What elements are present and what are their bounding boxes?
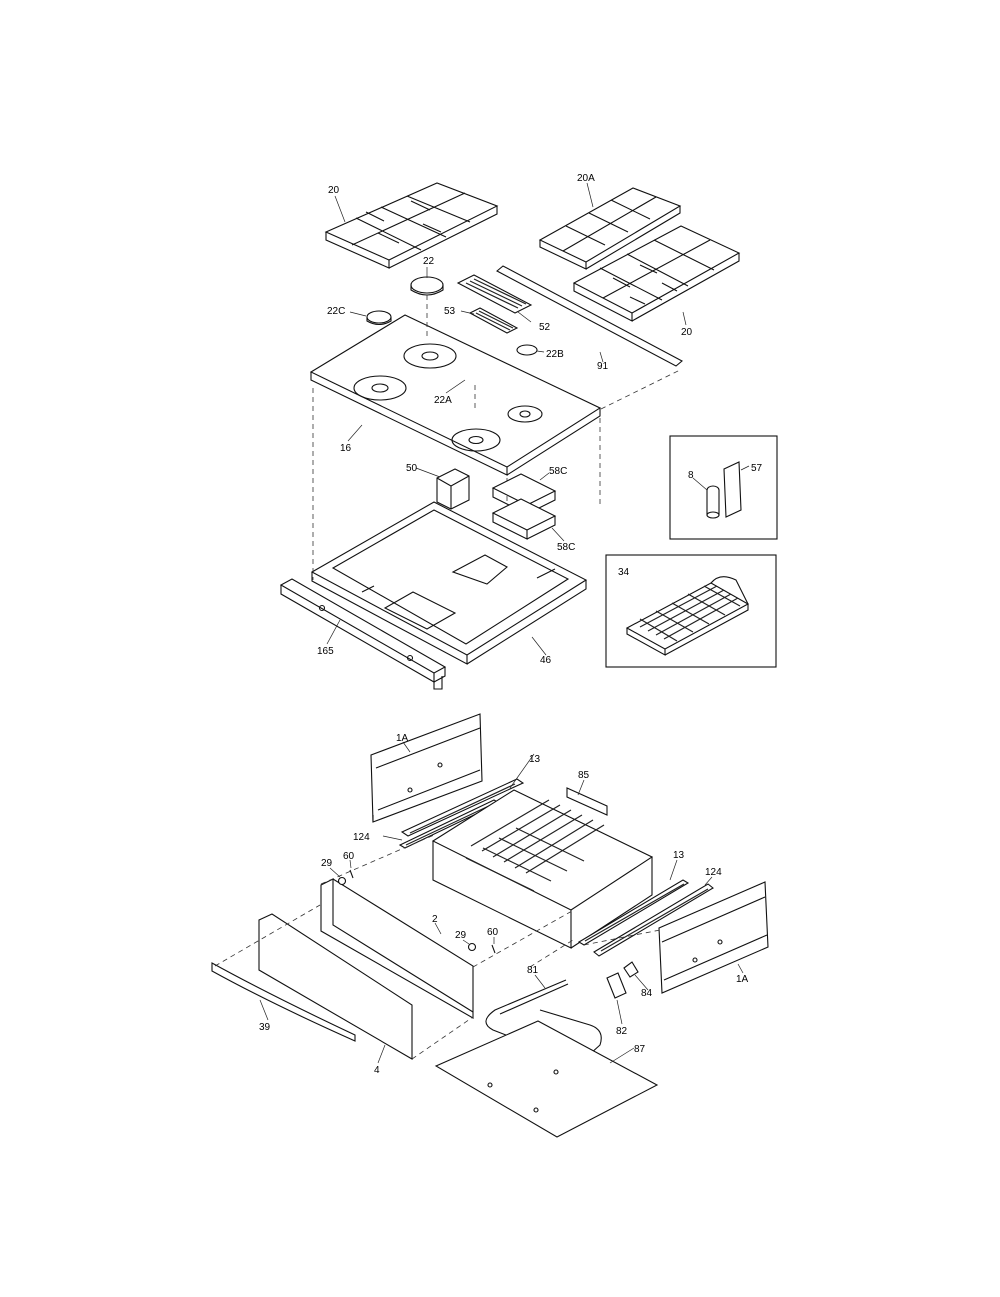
screw-29-left xyxy=(337,876,347,886)
igniter-8 xyxy=(706,485,720,519)
side-panel-1a-right xyxy=(658,881,769,994)
burner-cap-22b xyxy=(516,344,538,356)
label-165: 165 xyxy=(317,646,334,657)
part-labels: 20 20A 22 22C 53 52 22B 91 20 22A 16 50 … xyxy=(259,173,763,1076)
plate-57 xyxy=(723,461,742,518)
inset-box-igniter xyxy=(669,435,778,540)
label-82: 82 xyxy=(616,1026,628,1037)
drawer-front-4 xyxy=(258,913,413,1060)
panel-165 xyxy=(279,578,447,690)
label-20a: 20A xyxy=(577,173,595,184)
slide-13-left xyxy=(400,778,525,837)
label-58c-top: 58C xyxy=(549,466,567,477)
bottom-panel-87 xyxy=(434,1020,659,1138)
label-22: 22 xyxy=(423,256,435,267)
label-60-right: 60 xyxy=(487,927,499,938)
label-8: 8 xyxy=(688,470,694,481)
label-22a: 22A xyxy=(434,395,452,406)
slide-13-right xyxy=(577,879,690,946)
burner-cap-22c xyxy=(366,310,392,326)
label-2: 2 xyxy=(432,914,438,925)
label-1a-left: 1A xyxy=(396,733,409,744)
vent-52 xyxy=(456,274,533,314)
label-50: 50 xyxy=(406,463,418,474)
rail-91 xyxy=(496,265,683,367)
griddle-34 xyxy=(625,576,750,656)
label-20-left: 20 xyxy=(328,185,340,196)
drawer-liner-85 xyxy=(431,787,654,949)
label-13-right: 13 xyxy=(673,850,685,861)
label-29-left: 29 xyxy=(321,858,333,869)
label-58c-bottom: 58C xyxy=(557,542,575,553)
slide-124-right xyxy=(593,883,714,957)
clip-60-left xyxy=(349,869,354,879)
label-60-left: 60 xyxy=(343,851,355,862)
handle-39 xyxy=(211,962,356,1042)
side-panel-1a-left xyxy=(370,713,483,823)
label-84: 84 xyxy=(641,988,653,999)
body-46 xyxy=(310,501,588,665)
part-84 xyxy=(623,961,639,978)
label-1a-right: 1A xyxy=(736,974,749,985)
label-4: 4 xyxy=(374,1065,380,1076)
bracket-50 xyxy=(436,468,470,510)
grate-20-right xyxy=(572,225,741,322)
label-39: 39 xyxy=(259,1022,271,1033)
label-124-left: 124 xyxy=(353,832,370,843)
label-53: 53 xyxy=(444,306,456,317)
bracket-82 xyxy=(606,972,627,999)
box-58c-bottom xyxy=(491,498,557,540)
label-52: 52 xyxy=(539,322,551,333)
label-22c: 22C xyxy=(327,306,345,317)
label-81: 81 xyxy=(527,965,539,976)
label-16: 16 xyxy=(340,443,352,454)
label-13-left: 13 xyxy=(529,754,541,765)
grate-20-left xyxy=(324,182,499,269)
label-57: 57 xyxy=(751,463,763,474)
burner-cap-22 xyxy=(410,276,444,296)
label-87: 87 xyxy=(634,1044,646,1055)
label-20-right: 20 xyxy=(681,327,693,338)
label-124-right: 124 xyxy=(705,867,722,878)
clip-60-right xyxy=(491,944,496,954)
label-34: 34 xyxy=(618,567,630,578)
screw-29-right xyxy=(467,942,477,952)
label-29-right: 29 xyxy=(455,930,467,941)
cooktop-16 xyxy=(309,314,602,476)
inset-box-griddle-34 xyxy=(605,554,777,668)
label-46: 46 xyxy=(540,655,552,666)
leader-lines xyxy=(259,182,750,1064)
label-91: 91 xyxy=(597,361,609,372)
label-85: 85 xyxy=(578,770,590,781)
vent-53 xyxy=(468,307,519,334)
grate-20a-right xyxy=(538,187,682,270)
label-22b: 22B xyxy=(546,349,564,360)
